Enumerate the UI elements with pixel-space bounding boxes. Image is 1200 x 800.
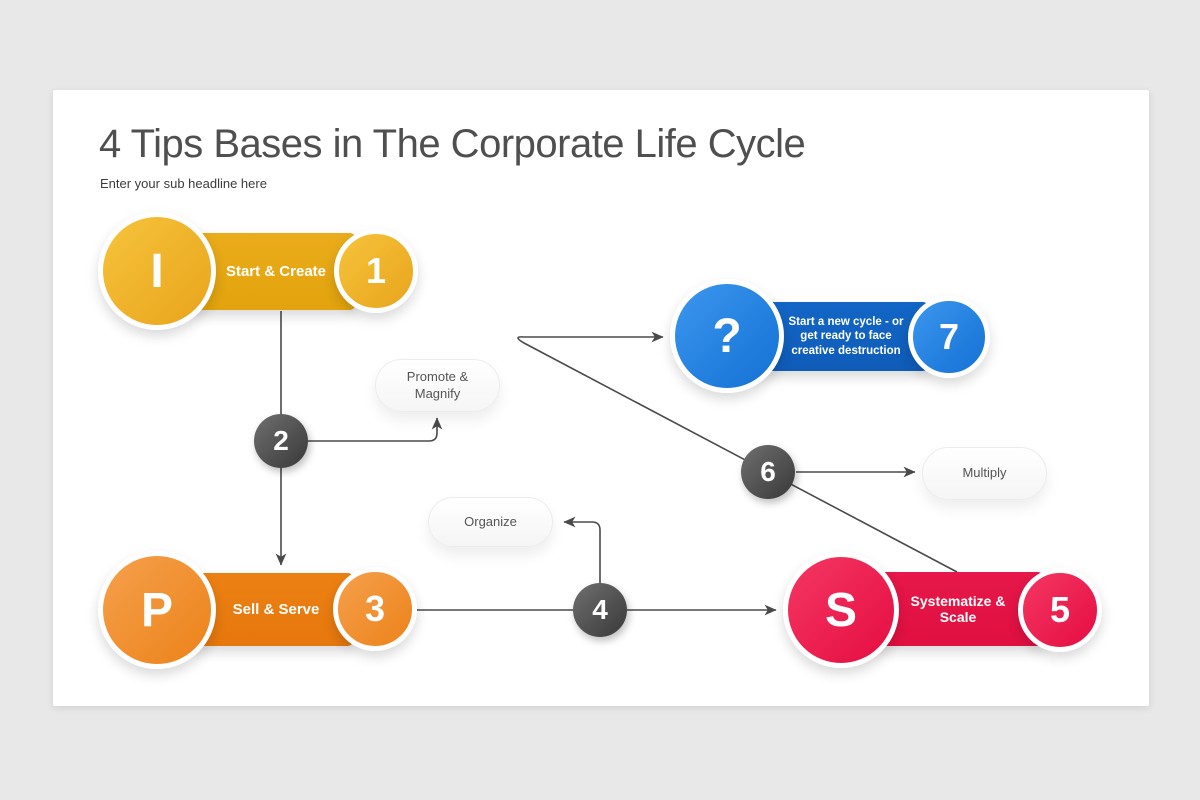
node-start-bar (190, 233, 355, 310)
node-sell-number-circle: 3 (333, 567, 417, 651)
slide-subtitle: Enter your sub headline here (100, 176, 267, 191)
node-newcycle-letter-circle: ? (670, 279, 784, 393)
node-systematize-number-circle: 5 (1018, 568, 1102, 652)
node-start-letter: I (150, 244, 164, 298)
node-start-letter-circle: I (98, 212, 216, 330)
pill-organize: Organize (428, 497, 553, 547)
node-sell-bar (190, 573, 353, 646)
pill-multiply: Multiply (922, 447, 1047, 500)
node-newcycle-number-circle: 7 (908, 296, 990, 378)
node-sell-number: 3 (364, 588, 386, 629)
pill-promote-magnify: Promote & Magnify (375, 359, 500, 412)
node-start-label: Start & Create (225, 262, 327, 280)
step-6-number: 6 (760, 456, 776, 487)
step-circle-4: 4 (573, 583, 627, 637)
node-systematize-label: Systematize & Scale (910, 592, 1006, 625)
node-start-number: 1 (365, 250, 387, 291)
node-start-number-circle: 1 (334, 229, 418, 313)
step-2-number: 2 (273, 425, 289, 456)
node-systematize-number: 5 (1049, 589, 1071, 630)
slide-title: 4 Tips Bases in The Corporate Life Cycle (99, 122, 806, 166)
node-sell-letter: P (140, 583, 173, 637)
node-newcycle-label: Start a new cycle - or get ready to face… (788, 316, 904, 357)
step-circle-6: 6 (741, 445, 795, 499)
node-newcycle-letter: ? (712, 309, 742, 363)
node-systematize-letter-circle: S (783, 552, 899, 668)
node-sell-letter-circle: P (98, 551, 216, 669)
step-circle-2: 2 (254, 414, 308, 468)
node-sell-label: Sell & Serve (232, 600, 320, 618)
step-4-number: 4 (592, 594, 608, 625)
node-newcycle-number: 7 (938, 316, 960, 357)
node-systematize-letter: S (824, 583, 857, 637)
